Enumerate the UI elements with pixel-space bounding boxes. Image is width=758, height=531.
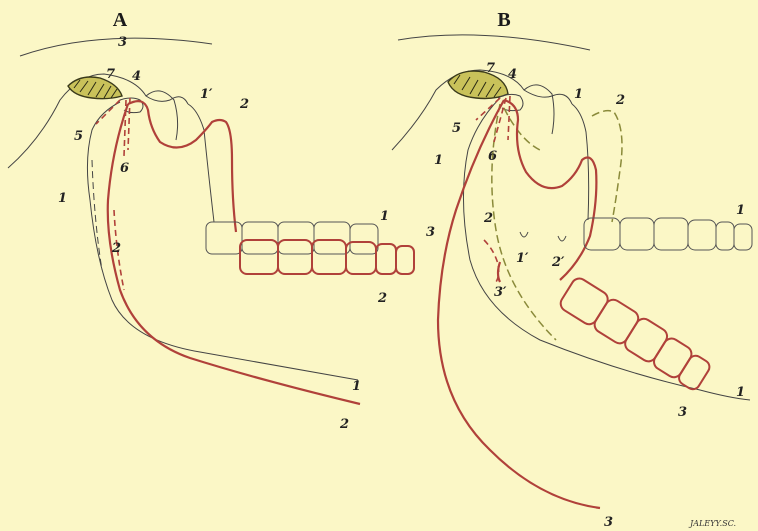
panel-a-label: 1 <box>380 209 389 224</box>
panel-a: A <box>8 9 414 432</box>
panel-b-title: B <box>497 9 510 31</box>
tooth <box>278 240 312 274</box>
panel-b-label: 2 <box>483 211 493 226</box>
tooth <box>592 297 642 347</box>
panel-a-mandible-red <box>128 101 236 232</box>
panel-a-label: 4 <box>132 69 141 84</box>
panel-b-teeth-red <box>558 276 714 392</box>
panel-b-mandible-olive <box>492 104 622 340</box>
panel-b-articular-disc <box>448 71 508 98</box>
tooth <box>396 246 414 274</box>
panel-b: B <box>392 9 752 530</box>
panel-b-marker-2 <box>558 236 566 241</box>
panel-a-label: 1 <box>58 191 67 206</box>
panel-a-title: A <box>113 9 128 31</box>
panel-b-stub-3 <box>498 262 500 282</box>
panel-b-label: 1′ <box>516 251 529 266</box>
panel-b-label: 3 <box>604 515 613 530</box>
panel-a-label: 6 <box>120 161 129 176</box>
tooth <box>376 244 396 274</box>
panel-b-label: 7 <box>486 61 495 76</box>
panel-b-ramus-red-dashed <box>484 240 499 282</box>
panel-a-mandible-grey-dashed <box>92 160 102 270</box>
panel-a-skull-arc <box>20 38 212 56</box>
panel-a-label: 2 <box>377 291 387 306</box>
panel-a-label: 2 <box>339 417 349 432</box>
panel-b-label: 2 <box>615 93 625 108</box>
panel-b-label: 3′ <box>494 285 507 300</box>
tooth <box>716 222 734 250</box>
tooth <box>620 218 654 250</box>
panel-b-ramus-red <box>438 100 600 508</box>
tooth <box>350 224 378 254</box>
tooth <box>240 240 278 274</box>
tooth <box>651 336 694 381</box>
panel-b-label: 6 <box>488 149 497 164</box>
panel-b-label: 1 <box>736 385 745 400</box>
tooth <box>654 218 688 250</box>
panel-b-label: 1 <box>434 153 443 168</box>
tooth <box>278 222 314 254</box>
panel-a-label: 5 <box>74 129 83 144</box>
panel-a-label: 3 <box>118 35 127 50</box>
panel-a-teeth-grey <box>206 222 378 254</box>
tooth <box>242 222 278 254</box>
tooth <box>314 222 350 254</box>
panel-b-label: 3 <box>678 405 687 420</box>
panel-a-label: 2 <box>239 97 249 112</box>
panel-b-label: 2′ <box>551 255 565 270</box>
tooth <box>734 224 752 250</box>
panel-a-label: 2 <box>111 241 121 256</box>
engraver-signature: JALEYY.SC. <box>688 519 736 528</box>
panel-b-label: 5 <box>452 121 461 136</box>
panel-a-coronoid-grey <box>146 91 214 222</box>
panel-b-label: 1 <box>736 203 745 218</box>
tooth <box>558 276 611 328</box>
panel-b-mandible-grey <box>463 98 750 400</box>
panel-a-label: 1′ <box>200 87 213 102</box>
panel-b-coronoid-grey <box>524 85 589 220</box>
panel-a-dotted-lines <box>96 98 130 156</box>
tooth <box>206 222 242 254</box>
panel-b-label: 1 <box>574 87 583 102</box>
panel-a-label: 7 <box>106 67 115 82</box>
panel-b-marker-1 <box>520 232 528 237</box>
tooth <box>622 316 670 365</box>
panel-a-label: 1 <box>352 379 361 394</box>
panel-b-skull-arc <box>398 35 590 50</box>
panel-b-label: 4 <box>508 67 517 82</box>
tooth <box>688 220 716 250</box>
tooth <box>312 240 346 274</box>
panel-b-label: 3 <box>426 225 435 240</box>
panel-a-teeth-red <box>240 240 414 274</box>
panel-b-teeth-grey <box>584 218 752 250</box>
